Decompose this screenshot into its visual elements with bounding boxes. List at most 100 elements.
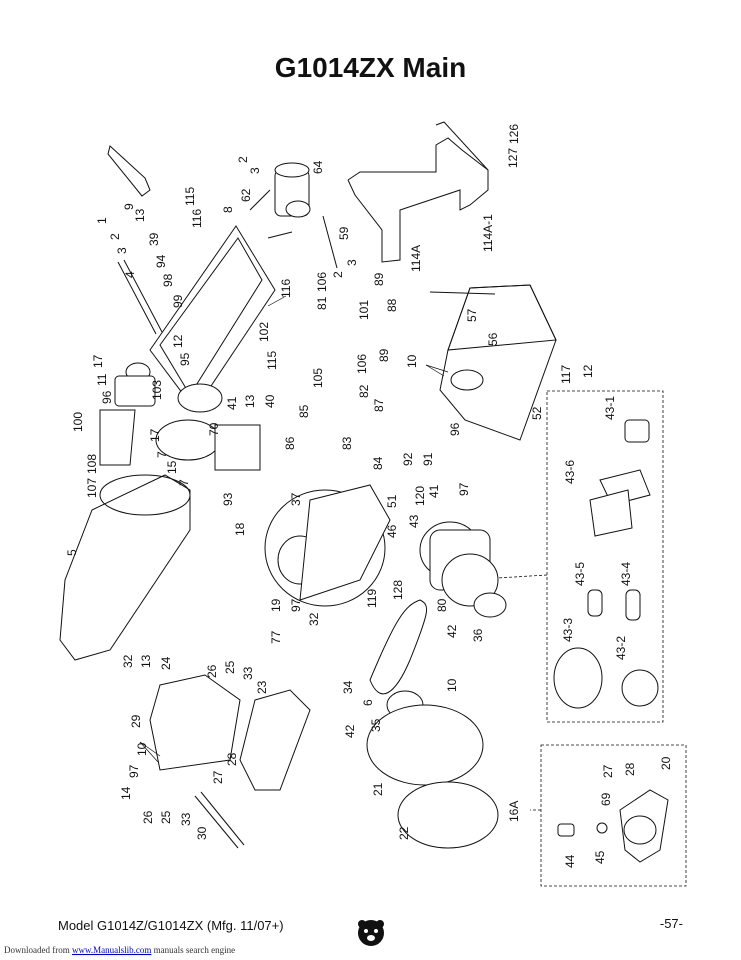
part-label: 83	[340, 436, 354, 450]
part-label: 3	[345, 259, 359, 266]
part-label: 32	[307, 612, 321, 626]
part-label: 51	[385, 494, 399, 508]
part-label: 28	[225, 752, 239, 766]
part-label: 39	[147, 232, 161, 246]
part-label: 16A	[507, 801, 521, 822]
base-frame	[439, 284, 557, 441]
part-label: 27	[211, 770, 225, 784]
part-label: 106	[315, 272, 329, 292]
part-label: 70	[207, 422, 221, 436]
part-label: 116	[190, 209, 204, 228]
part-label: 91	[421, 452, 435, 466]
part-label: 17	[91, 354, 105, 368]
part-label: 27	[601, 764, 615, 778]
part-label: 34	[341, 680, 355, 694]
motor-43	[419, 521, 499, 607]
part-label: 41	[427, 484, 441, 498]
part-label: 93	[221, 492, 235, 506]
part-label: 89	[372, 272, 386, 286]
part-label: 97	[127, 764, 141, 778]
footer-model: Model G1014Z/G1014ZX (Mfg. 11/07+)	[58, 918, 284, 933]
part-label: 96	[448, 422, 462, 436]
part-label: 9	[122, 203, 136, 210]
part-label: 102	[257, 322, 271, 342]
part-label: 127	[506, 148, 520, 168]
sanding-disc-21	[366, 704, 484, 786]
part-label: 6	[361, 699, 375, 706]
part-label: 25	[223, 660, 237, 674]
part-label: 106	[355, 354, 369, 374]
psa-disc-22	[397, 781, 499, 849]
part-label: 7	[155, 451, 169, 458]
part-label: 4	[123, 271, 137, 278]
part-label: 92	[401, 452, 415, 466]
leader-lines	[139, 295, 449, 763]
part-label: 52	[530, 406, 544, 420]
part-label: 98	[161, 273, 175, 287]
v-belt-34	[369, 599, 428, 695]
part-label: 43-3	[561, 618, 575, 642]
part-label: 12	[581, 364, 595, 378]
part-label: 20	[659, 756, 673, 770]
part-label: 46	[385, 524, 399, 538]
part-label: 128	[391, 580, 405, 600]
part-label: 82	[357, 384, 371, 398]
part-label: 26	[141, 810, 155, 824]
part-label: 37	[289, 492, 303, 506]
part-label: 10	[445, 678, 459, 692]
part-label: 3	[248, 167, 262, 174]
part-label: 96	[100, 390, 114, 404]
part-label: 84	[371, 456, 385, 470]
download-suffix: manuals search engine	[151, 945, 236, 955]
part-label: 29	[129, 714, 143, 728]
part-label: 105	[311, 368, 325, 388]
part-label: 81	[315, 296, 329, 310]
part-label: 23	[255, 680, 269, 694]
part-label: 14	[119, 786, 133, 800]
part-label: 19	[269, 598, 283, 612]
part-label: 120	[413, 486, 427, 506]
part-label: 97	[457, 482, 471, 496]
sanding-belt-5	[59, 474, 191, 661]
part-label: 12	[171, 334, 185, 348]
part-label: 69	[599, 792, 613, 806]
part-label: 13	[243, 394, 257, 408]
part-label: 21	[371, 782, 385, 796]
guard-bracket-114a	[347, 121, 489, 263]
miter-gauge-detail	[557, 789, 669, 863]
part-label: 88	[385, 298, 399, 312]
part-label: 43-5	[573, 562, 587, 586]
part-label: 87	[372, 398, 386, 412]
part-label: 11	[95, 373, 109, 386]
part-label: 2	[331, 271, 345, 278]
part-label: 94	[154, 254, 168, 268]
download-prefix: Downloaded from	[4, 945, 72, 955]
manualslib-link[interactable]: www.Manualslib.com	[71, 945, 152, 955]
motor-detail-box	[546, 390, 664, 723]
part-label: 43	[407, 514, 421, 528]
part-label: 114A	[409, 245, 423, 272]
part-label: 77	[269, 630, 283, 644]
part-label: 18	[233, 522, 247, 536]
part-label: 119	[365, 589, 379, 608]
part-label: 15	[165, 460, 179, 474]
part-label: 64	[311, 160, 325, 174]
pulleys	[386, 592, 507, 720]
download-note: Downloaded from www.Manualslib.com manua…	[4, 945, 235, 955]
belt-arm-assembly	[107, 145, 276, 413]
part-label: 44	[563, 854, 577, 868]
part-label: 115	[183, 187, 197, 206]
part-label: 43-2	[614, 636, 628, 660]
part-label: 22	[397, 826, 411, 840]
part-label: 80	[435, 598, 449, 612]
part-label: 85	[297, 404, 311, 418]
table-assembly	[149, 674, 311, 849]
part-label: 10	[405, 354, 419, 368]
part-label: 25	[159, 810, 173, 824]
part-label: 40	[263, 394, 277, 408]
part-label: 33	[241, 666, 255, 680]
part-label: 95	[178, 352, 192, 366]
part-label: 56	[486, 332, 500, 346]
part-number-labels: 1 2 3 9 13 39 115 116 8 62 2 3 64 59 94 …	[65, 124, 673, 868]
